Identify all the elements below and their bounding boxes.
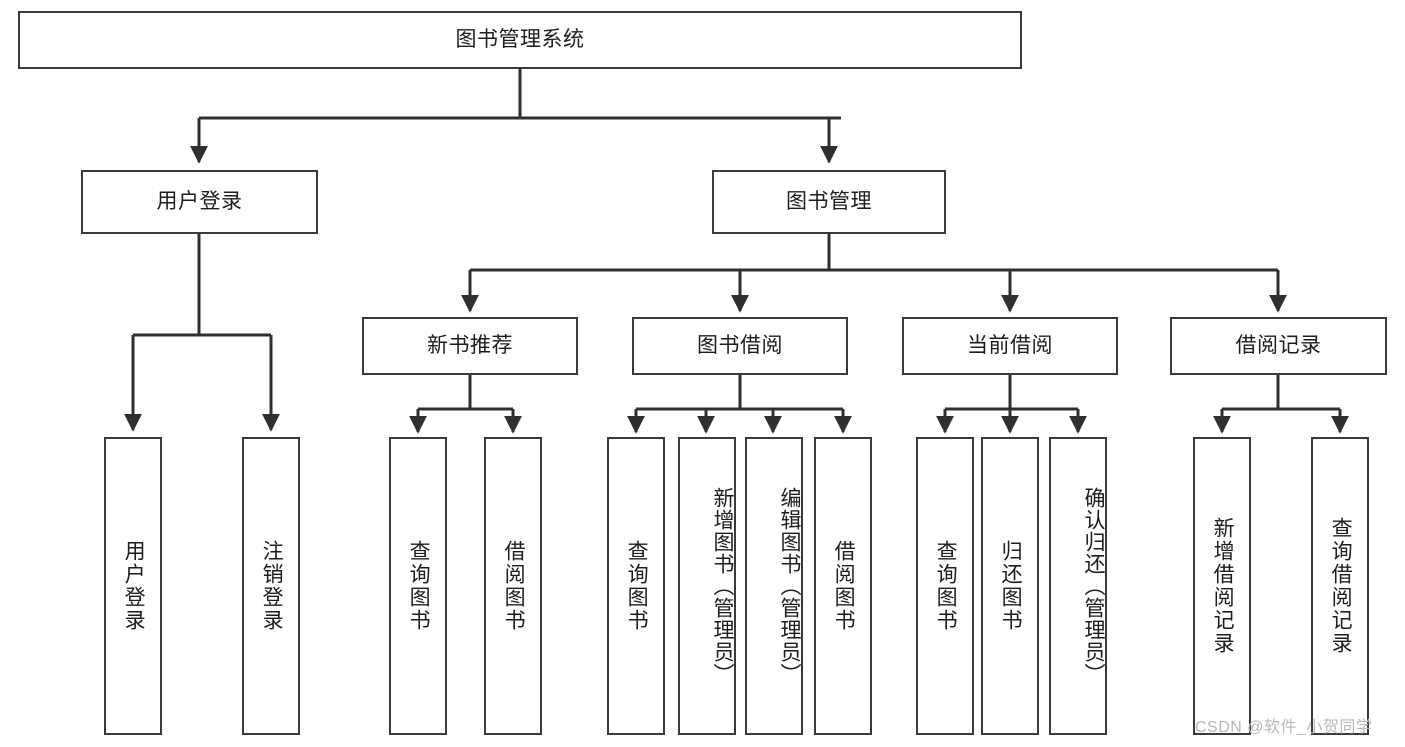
node-root[interactable]: 图书管理系统 — [18, 11, 1022, 69]
leaf-record-query-label: 查询借阅记录 — [1329, 517, 1353, 655]
node-current-borrow-label: 当前借阅 — [967, 334, 1053, 358]
leaf-recommend-borrow-book[interactable]: 借阅图书 — [484, 437, 542, 735]
leaf-current-return-book[interactable]: 归还图书 — [981, 437, 1039, 735]
node-current-borrow[interactable]: 当前借阅 — [902, 317, 1118, 375]
leaf-recommend-query-book[interactable]: 查询图书 — [389, 437, 447, 735]
leaf-record-add[interactable]: 新增借阅记录 — [1193, 437, 1251, 735]
leaf-current-confirm-return[interactable]: 确认归还（管理员） — [1049, 437, 1107, 735]
node-book-borrow[interactable]: 图书借阅 — [632, 317, 848, 375]
node-new-book-recommend[interactable]: 新书推荐 — [362, 317, 578, 375]
leaf-logout[interactable]: 注销登录 — [242, 437, 300, 735]
leaf-borrow-borrow-book-label: 借阅图书 — [832, 540, 856, 632]
node-user-login-label: 用户登录 — [156, 190, 243, 214]
leaf-user-login[interactable]: 用户登录 — [104, 437, 162, 735]
node-book-borrow-label: 图书借阅 — [697, 334, 783, 358]
leaf-record-add-label: 新增借阅记录 — [1211, 517, 1235, 655]
leaf-current-query-book[interactable]: 查询图书 — [916, 437, 974, 735]
leaf-user-login-label: 用户登录 — [122, 540, 146, 632]
node-book-management[interactable]: 图书管理 — [712, 170, 946, 234]
leaf-current-query-book-label: 查询图书 — [934, 540, 958, 632]
node-borrow-record[interactable]: 借阅记录 — [1170, 317, 1387, 375]
node-user-login[interactable]: 用户登录 — [81, 170, 318, 234]
node-new-book-recommend-label: 新书推荐 — [427, 334, 513, 358]
watermark: CSDN @软件_小贺同学 — [1195, 719, 1373, 736]
leaf-borrow-query-book-label: 查询图书 — [625, 540, 649, 632]
leaf-borrow-edit-book-label: 编辑图书（管理员） — [778, 487, 801, 685]
leaf-borrow-add-book[interactable]: 新增图书（管理员） — [678, 437, 736, 735]
leaf-recommend-query-book-label: 查询图书 — [407, 540, 431, 632]
leaf-borrow-edit-book[interactable]: 编辑图书（管理员） — [745, 437, 803, 735]
leaf-borrow-borrow-book[interactable]: 借阅图书 — [814, 437, 872, 735]
leaf-borrow-query-book[interactable]: 查询图书 — [607, 437, 665, 735]
node-root-label: 图书管理系统 — [455, 28, 585, 52]
leaf-logout-label: 注销登录 — [260, 540, 284, 632]
leaf-record-query[interactable]: 查询借阅记录 — [1311, 437, 1369, 735]
leaf-current-confirm-return-label: 确认归还（管理员） — [1082, 487, 1105, 685]
node-borrow-record-label: 借阅记录 — [1235, 334, 1322, 358]
node-book-management-label: 图书管理 — [786, 190, 872, 214]
leaf-borrow-add-book-label: 新增图书（管理员） — [711, 487, 734, 685]
leaf-current-return-book-label: 归还图书 — [999, 540, 1023, 632]
leaf-recommend-borrow-book-label: 借阅图书 — [502, 540, 526, 632]
